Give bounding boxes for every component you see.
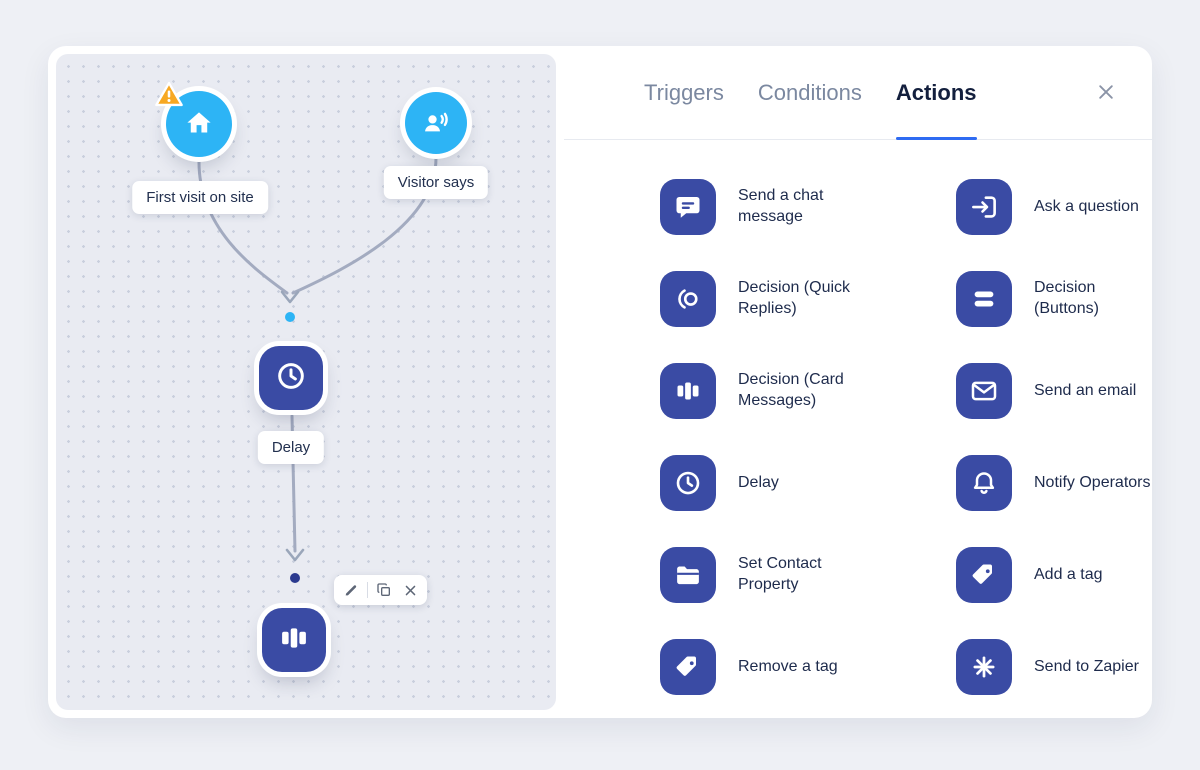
home-icon <box>182 107 216 141</box>
node-picker-panel: Triggers Conditions Actions <box>564 46 1152 718</box>
action-item-decision-card-messages[interactable]: Decision (Card Messages) <box>660 345 956 437</box>
notify-operators-bell-icon <box>956 455 1012 511</box>
action-item-delay[interactable]: Delay <box>660 437 956 529</box>
edit-pencil-icon[interactable] <box>341 580 361 600</box>
tab-actions[interactable]: Actions <box>895 46 977 140</box>
action-label: Add a tag <box>1034 565 1103 583</box>
add-tag-icon <box>956 547 1012 603</box>
visitor-speaking-icon <box>420 107 452 139</box>
send-email-icon <box>956 363 1012 419</box>
action-item-remove-tag[interactable]: Remove a tag <box>660 621 956 713</box>
card-messages-icon <box>277 621 311 660</box>
connector-dot-end[interactable] <box>290 573 300 583</box>
remove-tag-icon <box>660 639 716 695</box>
action-label: Decision (Buttons) <box>1034 279 1099 317</box>
duplicate-copy-icon[interactable] <box>374 580 394 600</box>
warning-icon <box>154 80 184 108</box>
clock-icon <box>274 359 308 398</box>
action-item-send-chat-message[interactable]: Send a chat message <box>660 161 956 253</box>
action-label: Send to Zapier <box>1034 657 1139 675</box>
close-icon[interactable] <box>1092 78 1120 106</box>
ask-question-icon <box>956 179 1012 235</box>
delete-x-icon[interactable] <box>400 580 420 600</box>
zapier-icon <box>956 639 1012 695</box>
action-label: Decision (Card Messages) <box>738 371 844 409</box>
set-contact-property-folder-icon <box>660 547 716 603</box>
decision-card-messages-icon <box>660 363 716 419</box>
panel-header: Triggers Conditions Actions <box>564 46 1152 140</box>
action-label: Notify Operators <box>1034 473 1151 491</box>
action-item-set-contact-property[interactable]: Set Contact Property <box>660 529 956 621</box>
tab-triggers[interactable]: Triggers <box>644 79 724 105</box>
action-label: Remove a tag <box>738 657 838 675</box>
node-toolbar <box>334 575 427 605</box>
node-label-visitor-says: Visitor says <box>383 166 489 199</box>
action-label: Set Contact Property <box>738 555 822 593</box>
connector-dot-merge[interactable] <box>285 312 295 322</box>
node-card-message[interactable] <box>262 608 326 672</box>
action-label: Send a chat message <box>738 187 824 225</box>
action-item-decision-buttons[interactable]: Decision (Buttons) <box>956 253 1200 345</box>
node-delay[interactable] <box>259 346 323 410</box>
actions-grid: Send a chat message Ask a question <box>564 140 1152 713</box>
tab-conditions[interactable]: Conditions <box>757 79 862 105</box>
chat-message-icon <box>660 179 716 235</box>
action-label: Delay <box>738 473 779 491</box>
decision-quick-replies-icon <box>660 271 716 327</box>
node-label-delay: Delay <box>257 431 325 464</box>
node-label-first-visit: First visit on site <box>132 181 268 214</box>
action-label: Decision (Quick Replies) <box>738 279 851 317</box>
action-item-decision-quick-replies[interactable]: Decision (Quick Replies) <box>660 253 956 345</box>
action-item-ask-question[interactable]: Ask a question <box>956 161 1200 253</box>
delay-clock-icon <box>660 455 716 511</box>
flow-canvas[interactable]: First visit on site Visitor says Delay <box>56 54 556 710</box>
node-visitor-says[interactable] <box>405 92 467 154</box>
action-label: Send an email <box>1034 381 1137 399</box>
flow-builder-window: First visit on site Visitor says Delay <box>48 46 1152 718</box>
decision-buttons-icon <box>956 271 1012 327</box>
action-item-add-tag[interactable]: Add a tag <box>956 529 1200 621</box>
action-item-send-to-zapier[interactable]: Send to Zapier <box>956 621 1200 713</box>
panel-tabs: Triggers Conditions Actions <box>644 46 977 140</box>
action-label: Ask a question <box>1034 197 1139 215</box>
action-item-notify-operators[interactable]: Notify Operators <box>956 437 1200 529</box>
toolbar-divider <box>367 582 368 598</box>
action-item-send-email[interactable]: Send an email <box>956 345 1200 437</box>
